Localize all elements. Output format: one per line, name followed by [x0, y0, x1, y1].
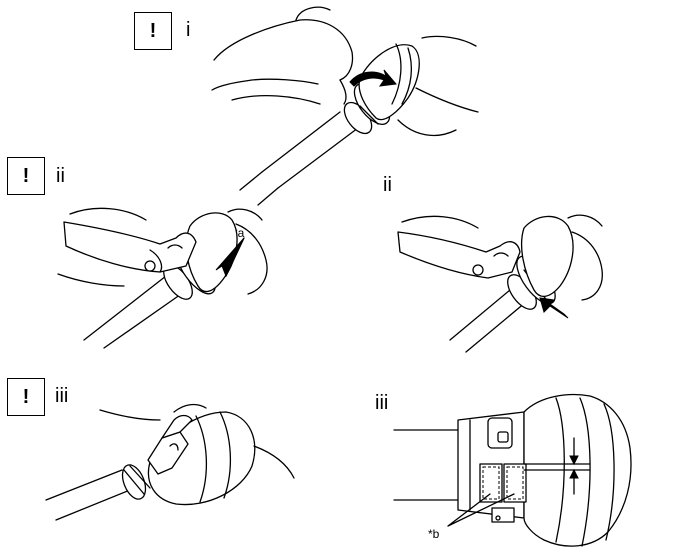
callout-a: *a — [233, 226, 245, 240]
panel-i-illustration — [211, 6, 479, 206]
step-label-iii: iii — [55, 385, 69, 407]
panel-iii-right-illustration — [393, 393, 632, 547]
panel-iii-left-illustration — [45, 403, 295, 521]
callout-b: *b — [428, 527, 440, 541]
step-label-i: i — [186, 19, 191, 41]
step-label-ii-right: ii — [383, 174, 392, 196]
warning-icon: ! — [7, 157, 45, 195]
panel-ii-left-illustration — [57, 207, 268, 349]
warning-icon: ! — [134, 12, 172, 50]
step-label-iii-right: iii — [375, 392, 389, 414]
warning-icon: ! — [7, 378, 45, 416]
step-label-ii: ii — [56, 165, 65, 187]
panel-ii-right-illustration — [397, 214, 603, 353]
